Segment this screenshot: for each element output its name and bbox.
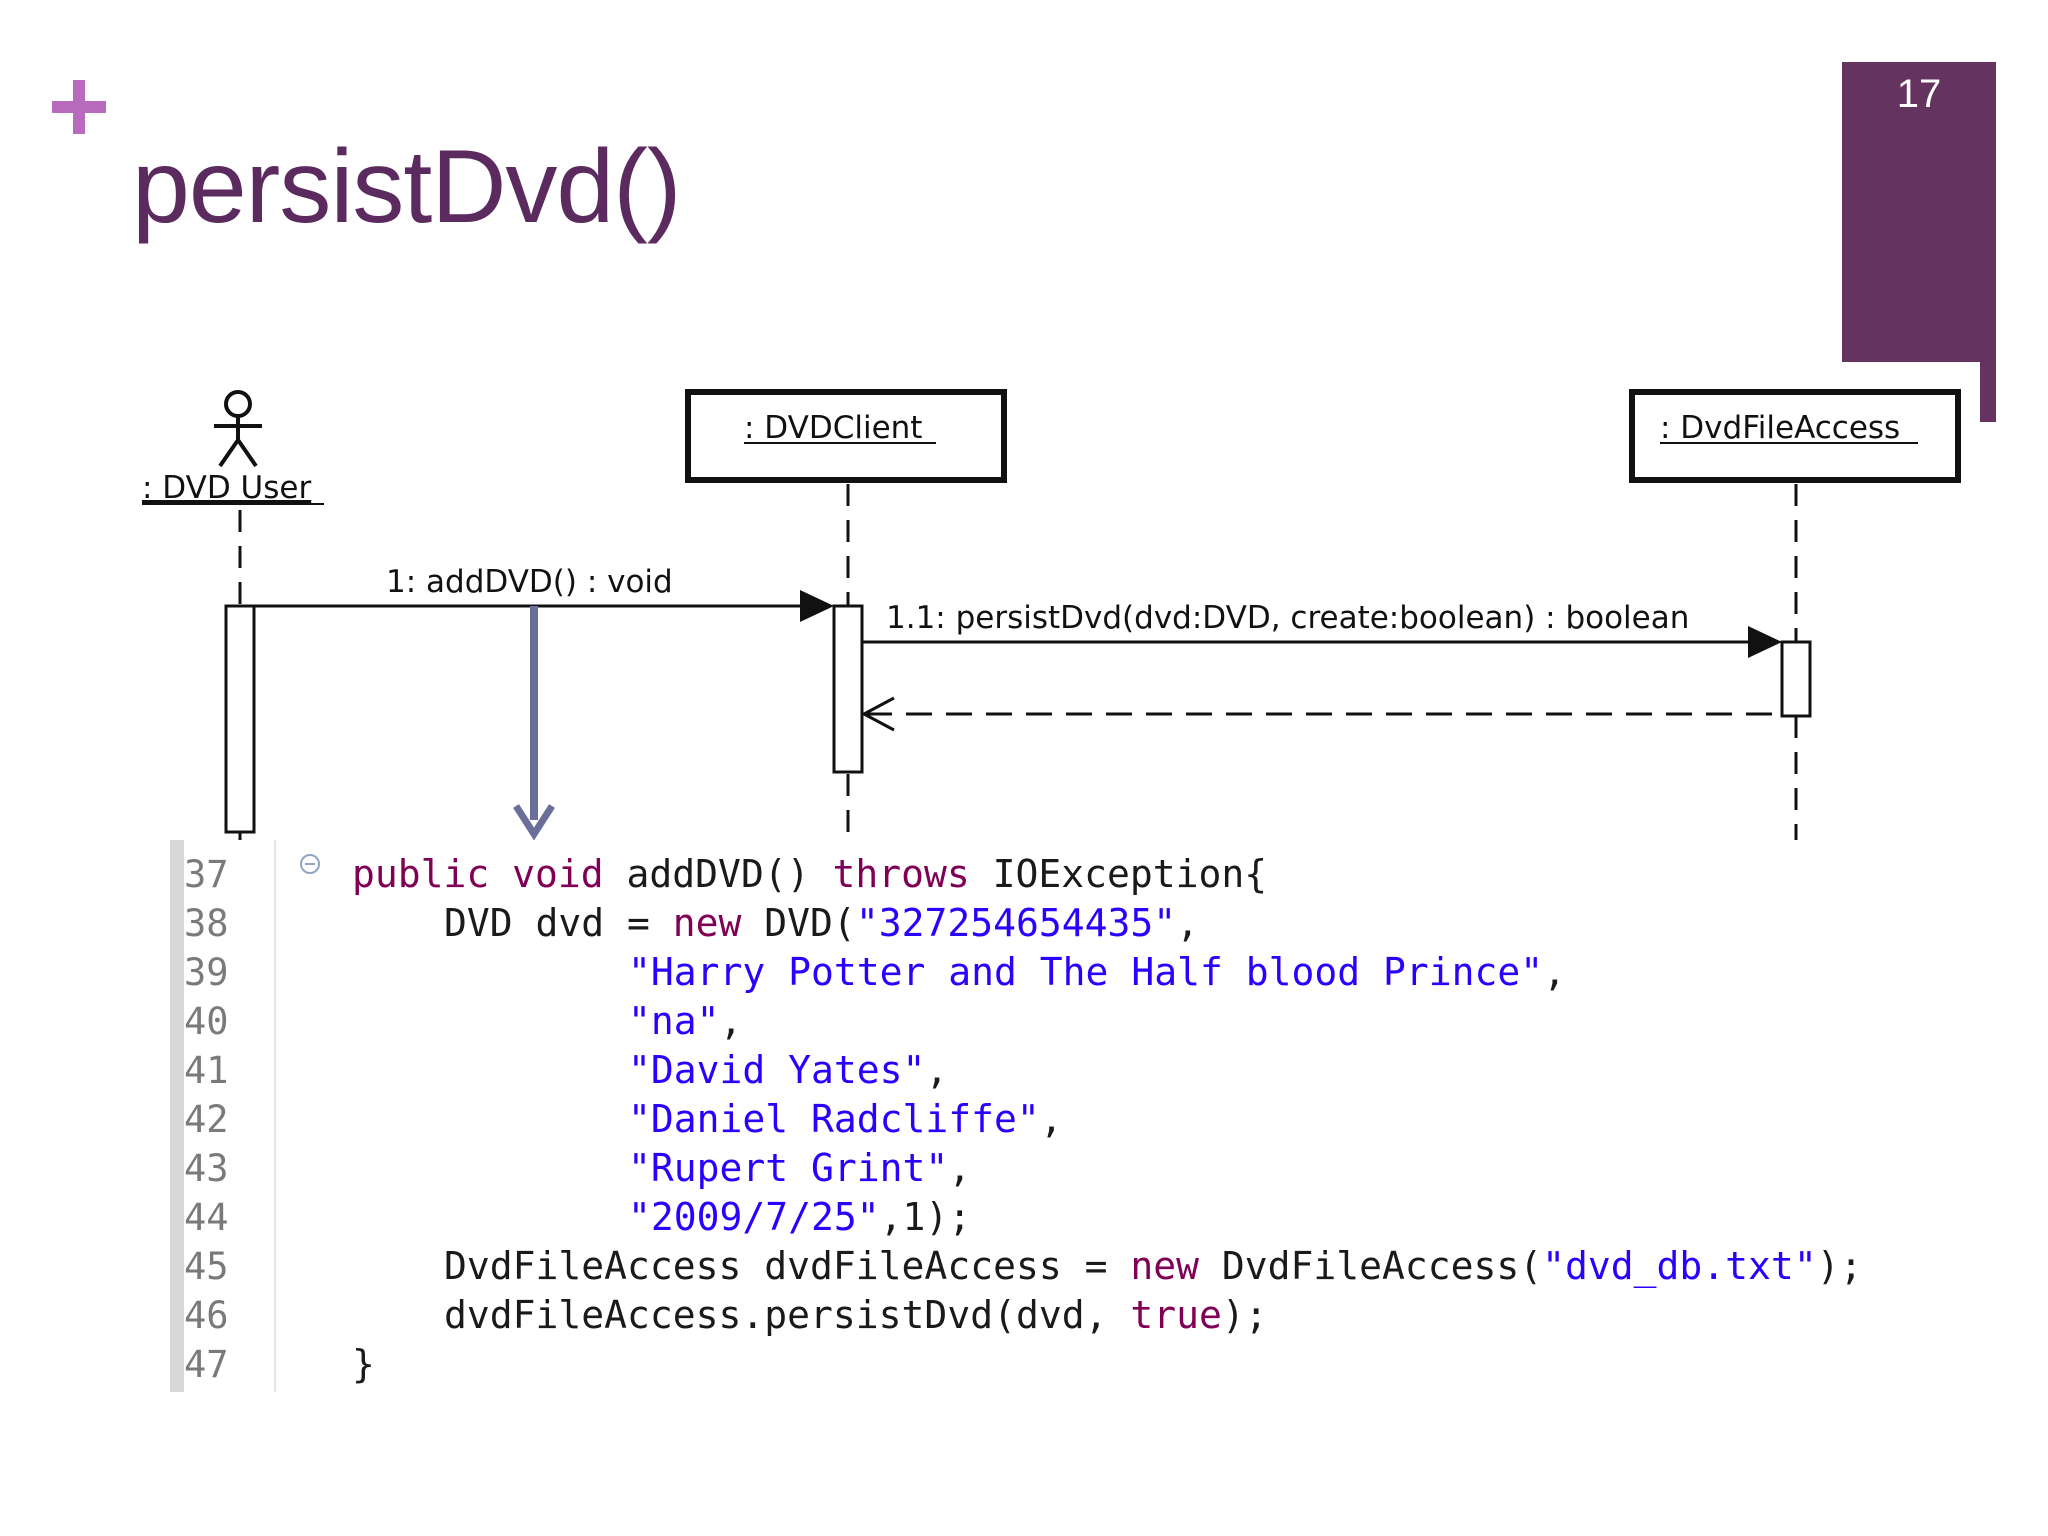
code-string: "dvd_db.txt": [1542, 1244, 1817, 1288]
activation-actor: [224, 604, 256, 834]
code-text: dvdFileAccess.persistDvd(dvd,: [444, 1293, 1131, 1337]
code-line: "na",: [628, 997, 742, 1046]
accent-bar-edge: [1980, 62, 1996, 422]
line-number: 46: [184, 1294, 229, 1337]
sequence-diagram: : DVD User : DVDClient : DvdFileAccess 1…: [142, 389, 1961, 846]
lifeline-label-dvdfileaccess: : DvdFileAccess: [1660, 410, 1900, 446]
arrowhead-icon: [1748, 626, 1782, 658]
code-text: DvdFileAccess dvdFileAccess =: [444, 1244, 1131, 1288]
code-line: }: [352, 1340, 375, 1389]
code-line: "David Yates",: [628, 1046, 948, 1095]
code-string: "Daniel Radcliffe": [628, 1097, 1040, 1141]
slide-title: persistDvd(): [132, 129, 682, 245]
line-number: 40: [184, 1000, 229, 1043]
code-line: "Harry Potter and The Half blood Prince"…: [628, 948, 1566, 997]
code-string: "na": [628, 999, 720, 1043]
lifeline-label-dvdclient: : DVDClient: [744, 410, 922, 446]
line-number: 43: [184, 1147, 229, 1190]
code-line: "2009/7/25",1);: [628, 1193, 971, 1242]
actor-icon: [214, 390, 262, 468]
message-label-adddvd: 1: addDVD() : void: [386, 564, 673, 600]
arrowhead-icon: [800, 590, 834, 622]
code-text: ,: [1039, 1097, 1063, 1141]
activation-dvdfileaccess: [1780, 640, 1812, 718]
code-string: "2009/7/25": [628, 1195, 880, 1239]
code-text: );: [1816, 1244, 1863, 1288]
code-text: DvdFileAccess(: [1198, 1244, 1543, 1288]
code-keyword: new: [1130, 1244, 1199, 1288]
code-line: DvdFileAccess dvdFileAccess = new DvdFil…: [444, 1242, 1862, 1291]
code-text: );: [1221, 1293, 1268, 1337]
down-arrow-icon: [513, 804, 555, 841]
code-text: ,: [1543, 950, 1567, 994]
code-string: "David Yates": [628, 1048, 926, 1092]
accent-bar: [1842, 62, 1996, 362]
code-listing: 37 38 39 40 41 42 43 44 45 46 47 public …: [68, 840, 1968, 1400]
code-text: addDVD(): [603, 852, 833, 896]
line-number-gutter: [170, 840, 276, 1392]
lifeline-box-dvdfileaccess: [1629, 389, 1961, 483]
code-string: "327254654435": [855, 901, 1177, 945]
code-line: DVD dvd = new DVD("327254654435",: [444, 899, 1199, 948]
line-number: 44: [184, 1196, 229, 1239]
code-string: "Harry Potter and The Half blood Prince": [628, 950, 1544, 994]
actor-label: : DVD User: [142, 470, 311, 506]
message-label-persistdvd: 1.1: persistDvd(dvd:DVD, create:boolean)…: [886, 600, 1689, 636]
code-keyword: throws: [832, 852, 970, 896]
line-number: 47: [184, 1343, 229, 1386]
lifeline-box-dvdclient: [685, 389, 1007, 483]
open-arrowhead-icon: [860, 696, 895, 732]
code-line: "Rupert Grint",: [628, 1144, 971, 1193]
line-number: 42: [184, 1098, 229, 1141]
code-text: }: [352, 1342, 375, 1386]
code-text: ,: [925, 1048, 949, 1092]
slide-number: 17: [1896, 72, 1942, 116]
line-number: 45: [184, 1245, 229, 1288]
code-keyword: new: [672, 901, 742, 945]
code-text: IOException{: [969, 852, 1268, 896]
code-text: ,: [948, 1146, 972, 1190]
code-text: ,1);: [879, 1195, 972, 1239]
code-string: "Rupert Grint": [628, 1146, 949, 1190]
code-text: DVD(: [741, 901, 856, 945]
line-number: 38: [184, 902, 229, 945]
code-keyword: public void: [352, 852, 604, 896]
line-number: 41: [184, 1049, 229, 1092]
line-number: 37: [184, 853, 229, 896]
code-text: ,: [1176, 901, 1199, 945]
code-line: dvdFileAccess.persistDvd(dvd, true);: [444, 1291, 1268, 1340]
code-keyword: true: [1130, 1293, 1222, 1337]
code-line: public void addDVD() throws IOException{: [352, 850, 1267, 899]
code-text: ,: [719, 999, 743, 1043]
code-line: "Daniel Radcliffe",: [628, 1095, 1063, 1144]
fold-collapse-icon[interactable]: [300, 854, 320, 874]
code-text: DVD dvd =: [444, 901, 673, 945]
plus-icon: [52, 80, 106, 134]
line-number: 39: [184, 951, 229, 994]
activation-dvdclient: [832, 604, 864, 774]
